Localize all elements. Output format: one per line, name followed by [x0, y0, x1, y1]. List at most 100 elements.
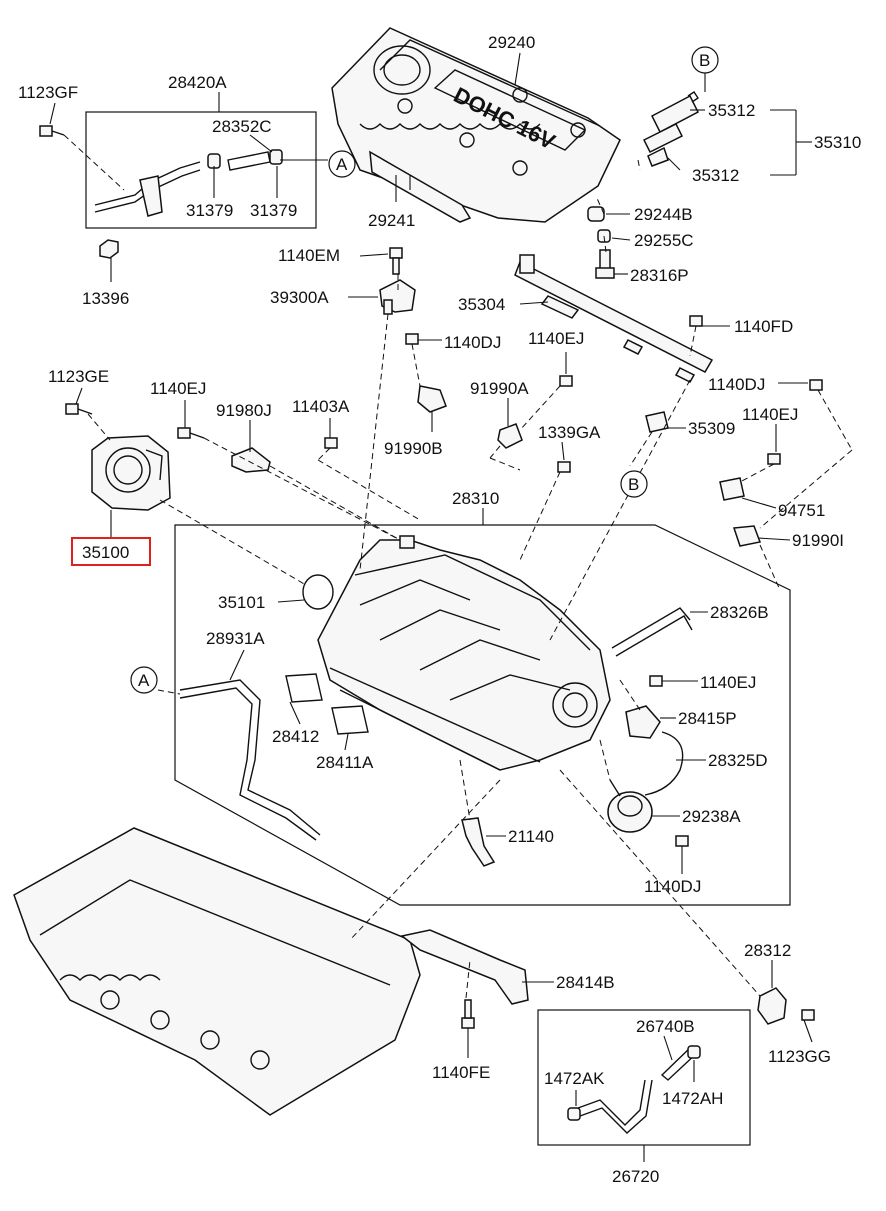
callout-1140dj-b[interactable]: 1140DJ [708, 375, 765, 394]
callout-28415p[interactable]: 28415P [678, 709, 737, 728]
callout-39300a[interactable]: 39300A [270, 288, 329, 307]
callout-28420a[interactable]: 28420A [168, 73, 227, 92]
clip-1339ga[interactable] [557, 461, 571, 473]
bolt-1140fd[interactable] [689, 315, 703, 327]
callout-21140[interactable]: 21140 [508, 827, 554, 846]
cover-bracket[interactable] [369, 150, 472, 223]
callout-28411a[interactable]: 28411A [316, 753, 374, 772]
callout-1140em[interactable]: 1140EM [278, 246, 340, 265]
callout-29238a[interactable]: 29238A [682, 807, 741, 826]
callout-29244b[interactable]: 29244B [634, 205, 693, 224]
bolt-1140ej-d[interactable] [649, 675, 663, 687]
callout-28312[interactable]: 28312 [744, 941, 791, 960]
callout-91990i[interactable]: 91990I [792, 531, 844, 550]
callout-28412[interactable]: 28412 [272, 727, 319, 746]
hose-28326b[interactable] [611, 607, 693, 657]
fuel-rail[interactable] [514, 254, 714, 383]
callout-26720[interactable]: 26720 [612, 1167, 659, 1186]
bracket-91990a[interactable] [497, 423, 523, 449]
callout-28414b[interactable]: 28414B [556, 973, 615, 992]
callout-1339ga[interactable]: 1339GA [538, 423, 601, 442]
bolt-28316p[interactable] [595, 249, 615, 279]
callout-26740b[interactable]: 26740B [636, 1017, 695, 1036]
bolt-1140dj-a[interactable] [405, 333, 419, 345]
gasket-28411a[interactable] [331, 705, 369, 735]
bolt-1140ej-a[interactable] [177, 427, 205, 439]
bolt-1140fe[interactable] [461, 999, 475, 1029]
callout-28310[interactable]: 28310 [452, 489, 499, 508]
callout-1140ej-b[interactable]: 1140EJ [150, 379, 206, 398]
callout-35304[interactable]: 35304 [458, 295, 505, 314]
callout-1140fe[interactable]: 1140FE [432, 1063, 490, 1082]
actuator-29238a[interactable] [607, 779, 653, 833]
throttle-body[interactable] [91, 435, 171, 511]
callout-28326b[interactable]: 28326B [710, 603, 769, 622]
bracket-28414b[interactable] [400, 929, 529, 1005]
callout-1123ge[interactable]: 1123GE [48, 367, 109, 386]
hose-28325d[interactable] [644, 731, 684, 796]
callout-31379-a[interactable]: 31379 [186, 201, 233, 220]
nut-13396[interactable] [99, 239, 119, 259]
callout-1140fd[interactable]: 1140FD [734, 317, 793, 336]
callout-28325d[interactable]: 28325D [708, 751, 768, 770]
bolt-1123gf[interactable] [39, 125, 65, 137]
callout-13396[interactable]: 13396 [82, 289, 129, 308]
group-box-28310 [174, 524, 791, 906]
bracket-94751[interactable] [719, 477, 745, 501]
callout-1140ej-d[interactable]: 1140EJ [700, 673, 756, 692]
callout-11403a[interactable]: 11403A [292, 397, 350, 416]
callout-1472ah[interactable]: 1472AH [662, 1089, 723, 1108]
callout-35100[interactable]: 35100 [82, 543, 129, 562]
callout-31379-b[interactable]: 31379 [250, 201, 297, 220]
callout-29241[interactable]: 29241 [368, 211, 415, 230]
engine-cover[interactable]: DOHC 16V [331, 27, 621, 223]
bolt-1140ej-c[interactable] [767, 453, 781, 465]
callout-1140ej-c[interactable]: 1140EJ [742, 405, 798, 424]
bolt-1140ej-b[interactable] [559, 375, 573, 387]
callout-91980j[interactable]: 91980J [216, 401, 272, 420]
callout-94751[interactable]: 94751 [778, 501, 825, 520]
callout-1123gg[interactable]: 1123GG [768, 1047, 831, 1066]
callout-1472ak[interactable]: 1472AK [544, 1069, 605, 1088]
callout-1123gf[interactable]: 1123GF [18, 83, 78, 102]
callout-28931a[interactable]: 28931A [206, 629, 265, 648]
callout-28316p[interactable]: 28316P [630, 266, 689, 285]
fuel-injector[interactable] [642, 91, 699, 167]
ref-circle-b-mid: B [620, 470, 648, 498]
bolt-1123gg[interactable] [801, 1009, 815, 1021]
hose-28931a[interactable] [179, 679, 321, 841]
callout-28352c[interactable]: 28352C [212, 117, 272, 136]
intake-manifold[interactable] [317, 535, 611, 771]
sensor-28312[interactable] [757, 987, 787, 1025]
callout-35312-b[interactable]: 35312 [692, 166, 739, 185]
bracket-91990i[interactable] [732, 525, 762, 547]
callout-1140dj-a[interactable]: 1140DJ [444, 333, 501, 352]
plug-21140[interactable] [461, 817, 496, 867]
callout-35309[interactable]: 35309 [688, 419, 735, 438]
valve-28415p[interactable] [625, 705, 661, 739]
callout-1140dj-c[interactable]: 1140DJ [644, 877, 701, 896]
bolt-1140dj-b[interactable] [809, 379, 823, 391]
bracket-91990b[interactable] [417, 385, 447, 413]
ref-letter: B [628, 475, 639, 494]
hose-26720[interactable] [567, 1045, 701, 1134]
clip-35309[interactable] [645, 411, 669, 433]
callout-29255c[interactable]: 29255C [634, 231, 694, 250]
breather-hose-assy[interactable] [94, 149, 283, 217]
ref-letter: B [699, 51, 710, 70]
gasket-35101[interactable] [302, 574, 334, 610]
bolt-11403a[interactable] [324, 437, 338, 449]
callout-91990a[interactable]: 91990A [470, 379, 529, 398]
callout-35312-a[interactable]: 35312 [708, 101, 755, 120]
bolt-1140dj-c[interactable] [675, 835, 689, 847]
callout-29240[interactable]: 29240 [488, 33, 535, 52]
bracket-91980j[interactable] [231, 447, 271, 473]
cylinder-head[interactable] [13, 827, 421, 1116]
bolt-1140em[interactable] [389, 247, 403, 275]
callout-1140ej-a[interactable]: 1140EJ [528, 329, 584, 348]
bolt-1123ge[interactable] [65, 403, 93, 415]
callout-91990b[interactable]: 91990B [384, 439, 443, 458]
callout-35101[interactable]: 35101 [218, 593, 265, 612]
callout-35310[interactable]: 35310 [814, 133, 861, 152]
gasket-28412[interactable] [285, 673, 323, 703]
